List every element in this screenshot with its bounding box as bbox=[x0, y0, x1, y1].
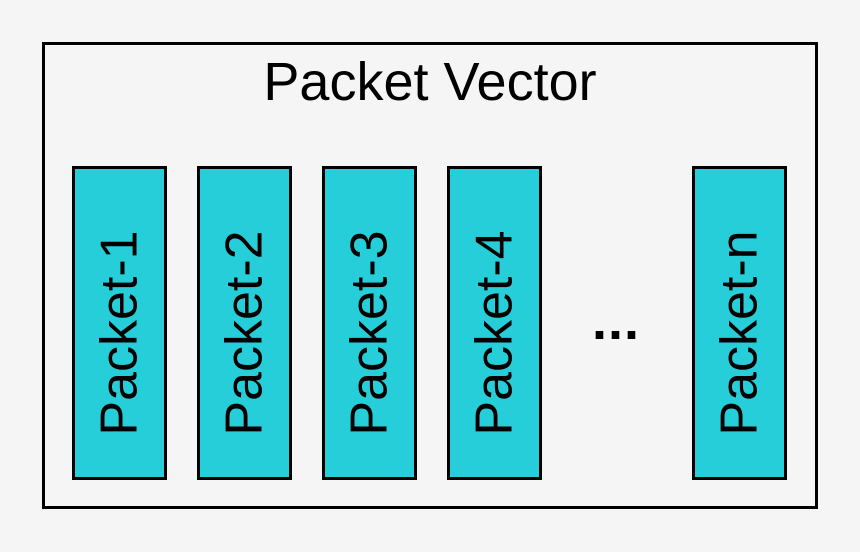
diagram-title: Packet Vector bbox=[263, 52, 597, 112]
packet-label-n: Packet-n bbox=[710, 230, 769, 436]
packet-label-4: Packet-4 bbox=[465, 230, 524, 436]
packet-label-3: Packet-3 bbox=[340, 230, 399, 436]
packet-label-1: Packet-1 bbox=[90, 230, 149, 436]
packet-vector-container-box bbox=[42, 42, 818, 509]
ellipsis-more-packets: ... bbox=[591, 291, 640, 351]
packet-label-2: Packet-2 bbox=[215, 230, 274, 436]
packet-box-4: Packet-4 bbox=[447, 166, 542, 480]
packet-box-1: Packet-1 bbox=[72, 166, 167, 480]
packet-box-n: Packet-n bbox=[692, 166, 787, 480]
packet-box-3: Packet-3 bbox=[322, 166, 417, 480]
packet-box-2: Packet-2 bbox=[197, 166, 292, 480]
